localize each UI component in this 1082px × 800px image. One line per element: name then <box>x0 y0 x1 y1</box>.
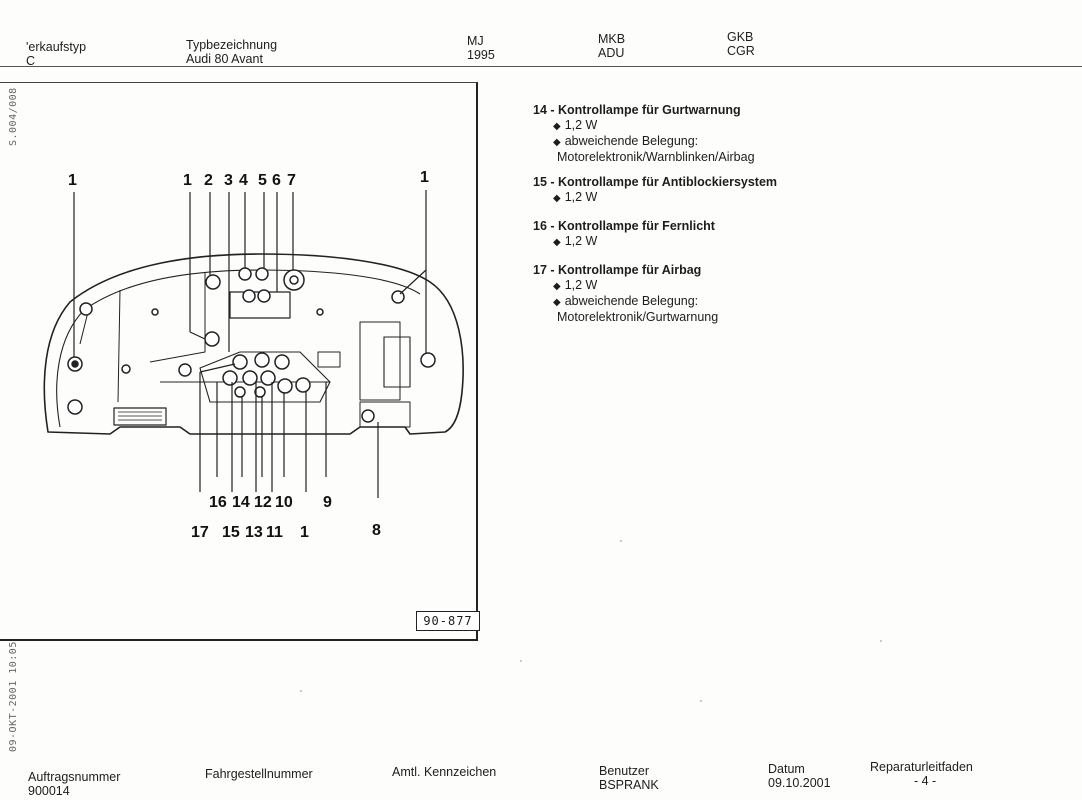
chassis-number-label: Fahrgestellnummer <box>205 767 313 781</box>
license-plate-label: Amtl. Kennzeichen <box>392 765 497 779</box>
type-designation-label: Typbezeichnung <box>186 38 278 52</box>
entry-bullet: ◆1,2 W <box>553 234 598 248</box>
scan-speck <box>880 640 882 642</box>
date-label: Datum <box>768 762 805 776</box>
diamond-bullet-icon: ◆ <box>553 193 561 204</box>
diamond-bullet-icon: ◆ <box>553 297 561 308</box>
entry-continuation: Motorelektronik/Warnblinken/Airbag <box>557 150 755 164</box>
cluster-outline <box>43 253 464 435</box>
instrument-cluster-diagram: 1 1 2 3 4 5 6 7 1 16 14 12 10 9 17 15 13… <box>43 169 464 541</box>
legend-entry-17: 17 - Kontrollampe für Airbag ◆1,2 W ◆abw… <box>533 263 718 325</box>
entry-title: 17 - Kontrollampe für Airbag <box>533 263 702 277</box>
callout-number: 11 <box>266 524 283 541</box>
order-number-label: Auftragsnummer <box>28 770 121 784</box>
entry-title: 16 - Kontrollampe für Fernlicht <box>533 219 715 233</box>
footer-order-number: Auftragsnummer 900014 <box>28 770 120 798</box>
diamond-bullet-icon: ◆ <box>553 281 561 292</box>
order-number-value: 900014 <box>28 784 70 798</box>
diamond-bullet-icon: ◆ <box>553 121 561 132</box>
date-value: 09.10.2001 <box>768 776 831 790</box>
callout-number: 10 <box>275 494 293 511</box>
user-label: Benutzer <box>599 764 650 778</box>
callout-number: 6 <box>272 172 281 189</box>
callout-number: 2 <box>204 172 213 189</box>
header-vehicle-type: 'erkaufstyp C <box>26 40 86 68</box>
callout-number: 16 <box>209 494 227 511</box>
header-model-year: MJ 1995 <box>467 34 495 62</box>
callout-number: 1 <box>420 169 429 186</box>
entry-bullet: ◆abweichende Belegung: <box>553 134 699 148</box>
engine-code-value: ADU <box>598 46 625 60</box>
header-rule <box>0 66 1082 67</box>
gearbox-code-label: GKB <box>727 30 754 44</box>
type-designation-value: Audi 80 Avant <box>186 52 263 66</box>
header-gearbox-code: GKB CGR <box>727 30 755 58</box>
fax-timestamp: 09-OKT-2001 10:05 <box>8 641 19 752</box>
header-engine-code: MKB ADU <box>598 32 625 60</box>
vehicle-type-label: 'erkaufstyp <box>26 40 87 54</box>
figure-frame <box>0 82 478 641</box>
entry-bullet: ◆1,2 W <box>553 278 598 292</box>
footer-license-plate: Amtl. Kennzeichen <box>392 765 496 779</box>
diamond-bullet-icon: ◆ <box>553 137 561 148</box>
engine-code-label: MKB <box>598 32 626 46</box>
entry-title: 14 - Kontrollampe für Gurtwarnung <box>533 103 741 117</box>
entry-bullet: ◆1,2 W <box>553 190 598 204</box>
callout-number: 15 <box>222 524 240 541</box>
footer-date: Datum 09.10.2001 <box>768 762 831 790</box>
manual-page: - 4 - <box>914 774 937 788</box>
scan-speck <box>520 660 522 662</box>
callout-number: 1 <box>68 172 77 189</box>
callout-number: 8 <box>372 522 381 539</box>
model-year-value: 1995 <box>467 48 495 62</box>
callout-number: 1 <box>183 172 192 189</box>
entry-title: 15 - Kontrollampe für Antiblockiersystem <box>533 175 778 189</box>
callout-number: 7 <box>287 172 296 189</box>
callout-number: 17 <box>191 524 209 541</box>
manual-label: Reparaturleitfaden <box>870 760 973 774</box>
gearbox-code-value: CGR <box>727 44 755 58</box>
diamond-bullet-icon: ◆ <box>553 237 561 248</box>
callout-number: 12 <box>254 494 272 511</box>
footer-manual: Reparaturleitfaden - 4 - <box>870 760 973 788</box>
callout-number: 14 <box>232 494 250 511</box>
header-type-designation: Typbezeichnung Audi 80 Avant <box>186 38 277 66</box>
model-year-label: MJ <box>467 34 484 48</box>
legend-entry-15: 15 - Kontrollampe für Antiblockiersystem… <box>533 175 777 206</box>
callout-number: 9 <box>323 494 332 511</box>
callout-number: 5 <box>258 172 267 189</box>
vehicle-type-value: C <box>26 54 36 68</box>
footer-user: Benutzer BSPRANK <box>599 764 659 792</box>
scan-speck <box>700 700 702 702</box>
scan-speck <box>620 540 622 542</box>
entry-continuation: Motorelektronik/Gurtwarnung <box>557 310 719 324</box>
callout-number: 3 <box>224 172 233 189</box>
legend-entry-16: 16 - Kontrollampe für Fernlicht ◆1,2 W <box>533 219 715 250</box>
callout-number: 13 <box>245 524 263 541</box>
figure-code: 90-877 <box>416 611 480 631</box>
callout-number: 4 <box>239 172 248 189</box>
user-value: BSPRANK <box>599 778 659 792</box>
entry-bullet: ◆abweichende Belegung: <box>553 294 699 308</box>
legend-entry-14: 14 - Kontrollampe für Gurtwarnung ◆1,2 W… <box>533 103 755 165</box>
scan-speck <box>300 690 302 692</box>
callout-number: 1 <box>300 524 309 541</box>
footer-chassis-number: Fahrgestellnummer <box>205 767 313 781</box>
entry-bullet: ◆1,2 W <box>553 118 598 132</box>
